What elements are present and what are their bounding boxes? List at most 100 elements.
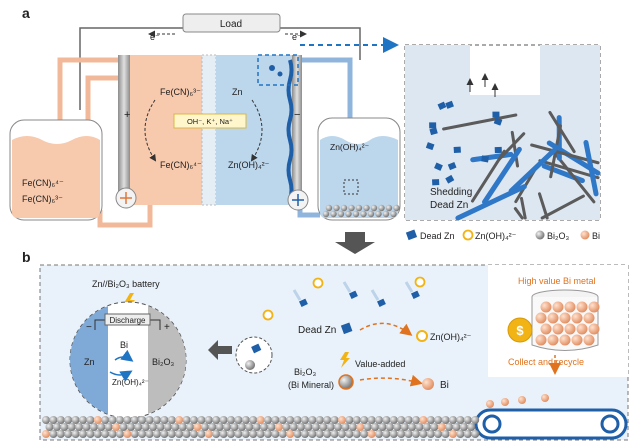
panel-b-background (40, 265, 628, 440)
dendrite-rod (455, 184, 527, 221)
bi-ball (564, 323, 576, 335)
bi-ball (540, 323, 552, 335)
bi2o3-ball (264, 416, 272, 424)
bi2o3-ball (104, 423, 113, 431)
bi-ball (93, 416, 102, 424)
bi2o3-ball (86, 416, 95, 424)
dead-zn-marker (340, 322, 353, 335)
bi-ball (42, 430, 50, 438)
bi2o3-ball (389, 416, 398, 424)
bi2o3-ball (219, 416, 228, 424)
bi2o3-ball (167, 416, 176, 424)
dead-zn-particle (493, 117, 503, 126)
bi-ball (547, 334, 559, 346)
battery-bi2o3-electrode (148, 306, 186, 414)
bi2o3-ball (204, 416, 213, 424)
sediment-ball (378, 204, 385, 212)
bi2o3-ball (326, 423, 335, 431)
bi2o3-ball (456, 416, 465, 424)
bi-ball (535, 312, 547, 324)
dendrite-rod (497, 132, 526, 162)
wire-left (79, 27, 183, 110)
bi2o3-marker (338, 374, 354, 390)
catholyte-tank-fluid (12, 136, 100, 218)
bi2o3-ball (249, 416, 258, 424)
dead-zn-particle (492, 111, 500, 118)
dead-zn-particle (453, 146, 461, 154)
bi2o3-ball (156, 423, 165, 431)
right-tank-label: Zn(OH)₄²⁻ (330, 142, 370, 152)
left-tank-line1: Fe(CN)₆⁴⁻ (22, 178, 64, 188)
bi2o3-ball (415, 423, 424, 431)
bi2o3-ball (426, 430, 435, 438)
bi2o3-ball (260, 423, 269, 431)
bi2o3-ball (412, 430, 420, 438)
bi2o3-ball (360, 416, 369, 424)
bi2o3-ball (116, 430, 124, 438)
jar-bi-balls (535, 301, 600, 346)
bi-ball (286, 430, 295, 438)
dead-zn-particle (349, 290, 358, 299)
bi2o3-ball (352, 430, 361, 438)
bi-ball (256, 416, 265, 424)
dendrite-rod (548, 110, 576, 154)
bi2o3-ball (412, 416, 420, 424)
dendrite-rod (519, 196, 527, 220)
minus-sign: − (294, 109, 300, 121)
bi-ball (449, 430, 457, 438)
bi-ball (123, 430, 132, 438)
shed-zn-particle (277, 71, 283, 77)
bi2o3-ball (79, 416, 87, 424)
bi2o3-ball (241, 416, 250, 424)
legend-bi2o3-icon (535, 230, 545, 240)
bi2o3-ball (311, 423, 320, 431)
bi-ball (571, 334, 583, 346)
bi2o3-ball (208, 423, 217, 431)
bi2o3-ball (101, 430, 110, 438)
bi-ball (112, 423, 121, 431)
bi2o3-ball (404, 416, 413, 424)
dendrite-rod (513, 207, 524, 220)
bi2o3-ball (145, 416, 154, 424)
bi2o3-ball (289, 423, 298, 431)
anode-product: Zn(OH)₄²⁻ (228, 160, 270, 170)
bi2o3-ball (264, 430, 272, 438)
bi2o3-ball (334, 423, 343, 431)
motion-trail (342, 281, 352, 293)
bi2o3-ball (186, 423, 195, 431)
dendrite-rod (540, 194, 585, 220)
bi2o3-ball (237, 423, 246, 431)
bi2o3-ball (393, 423, 402, 431)
sediment-ball (340, 204, 348, 212)
catholyte-top: Fe(CN)₆³⁻ (160, 87, 201, 97)
feed-arrow (208, 340, 232, 360)
bi2o3-ball (153, 430, 161, 438)
dead-zn-particle (411, 290, 420, 299)
pump-fan-icon (120, 192, 132, 204)
bi2o3-ball (382, 416, 391, 424)
conveyor-wheel (600, 414, 620, 434)
bi2o3-ball (71, 430, 80, 438)
bi2o3-ball (130, 430, 139, 438)
zincate-circle (312, 277, 324, 289)
bi-ball (559, 312, 571, 324)
bi2o3-ball (175, 430, 184, 438)
bi2o3-ball (345, 430, 354, 438)
dollar-sign: $ (516, 323, 524, 338)
bi2o3-ball (108, 430, 117, 438)
bi2o3-ball (234, 416, 243, 424)
bi2o3-ball (182, 416, 191, 424)
electron-left: e⁻ (150, 32, 160, 42)
bi2o3-ball (467, 423, 476, 431)
battery-ion-arrow (109, 370, 133, 382)
load-label: Load (220, 19, 242, 30)
sediment-ball (393, 204, 400, 212)
battery-zn-electrode (70, 306, 108, 414)
catholyte-bottom: Fe(CN)₆⁴⁻ (160, 160, 202, 170)
bi2o3-ball (419, 430, 428, 438)
bi-ball (588, 323, 600, 335)
bi2o3-ball (64, 416, 73, 424)
bi2o3-ball (163, 423, 172, 431)
legend-dead-zn-icon (405, 229, 418, 241)
bi2o3-ball (93, 430, 102, 438)
